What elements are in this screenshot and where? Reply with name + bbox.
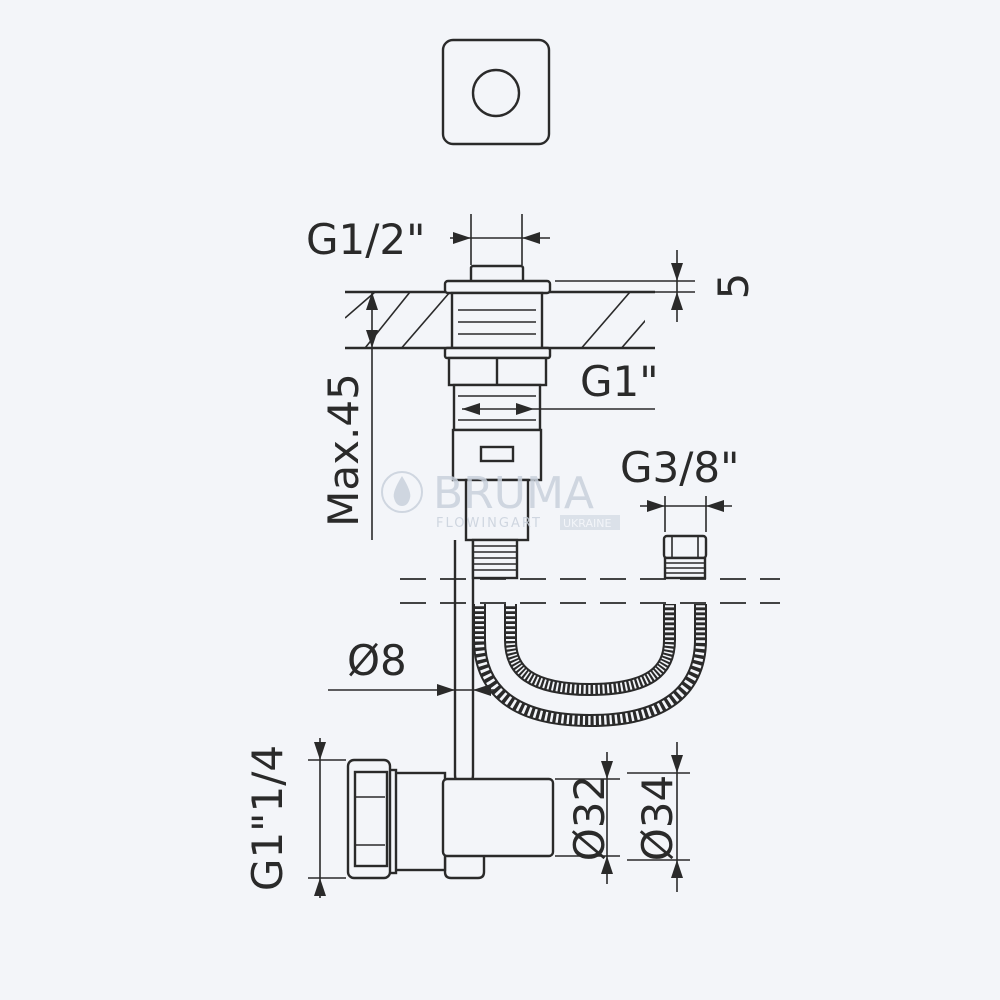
dimension-g1-2: G1/2" <box>306 214 550 265</box>
break-lines <box>400 578 780 604</box>
dimension-g1-1-4: G1"1/4 <box>243 738 346 898</box>
watermark-brand: BRUMA <box>433 468 594 519</box>
cable <box>453 540 475 784</box>
label-5: 5 <box>709 273 758 300</box>
label-g1-1-4: G1"1/4 <box>243 745 292 891</box>
label-g1: G1" <box>580 357 659 406</box>
dimension-dia34: Ø34 <box>627 742 690 892</box>
watermark-drop-icon <box>381 471 423 513</box>
dimension-g1: G1" <box>462 357 659 415</box>
watermark-region-badge <box>560 515 620 530</box>
slab-hatching <box>345 292 645 348</box>
watermark-region: UKRAINE <box>563 517 611 530</box>
push-button-assembly <box>443 264 552 542</box>
label-dia32: Ø32 <box>565 775 614 862</box>
dimension-5: 5 <box>555 250 758 322</box>
corrugated-hose <box>473 604 707 728</box>
dimension-max45: Max.45 <box>319 292 378 540</box>
label-g3-8: G3/8" <box>620 443 739 492</box>
g3-8-nut <box>662 534 708 580</box>
left-threaded-connector <box>471 538 519 580</box>
watermark-tagline: FLOWINGART <box>436 516 542 531</box>
drain-body <box>346 758 555 880</box>
label-max45: Max.45 <box>319 373 368 527</box>
dimension-dia8: Ø8 <box>328 636 495 696</box>
button-top-view <box>441 38 551 146</box>
label-dia8: Ø8 <box>347 636 407 685</box>
dimension-g3-8: G3/8" <box>620 443 739 532</box>
dimension-dia32: Ø32 <box>555 752 620 884</box>
watermark: BRUMA FLOWINGART UKRAINE <box>381 468 620 531</box>
watermark-drop-shape <box>393 476 411 506</box>
label-g1-2: G1/2" <box>306 215 425 264</box>
label-dia34: Ø34 <box>633 775 682 862</box>
